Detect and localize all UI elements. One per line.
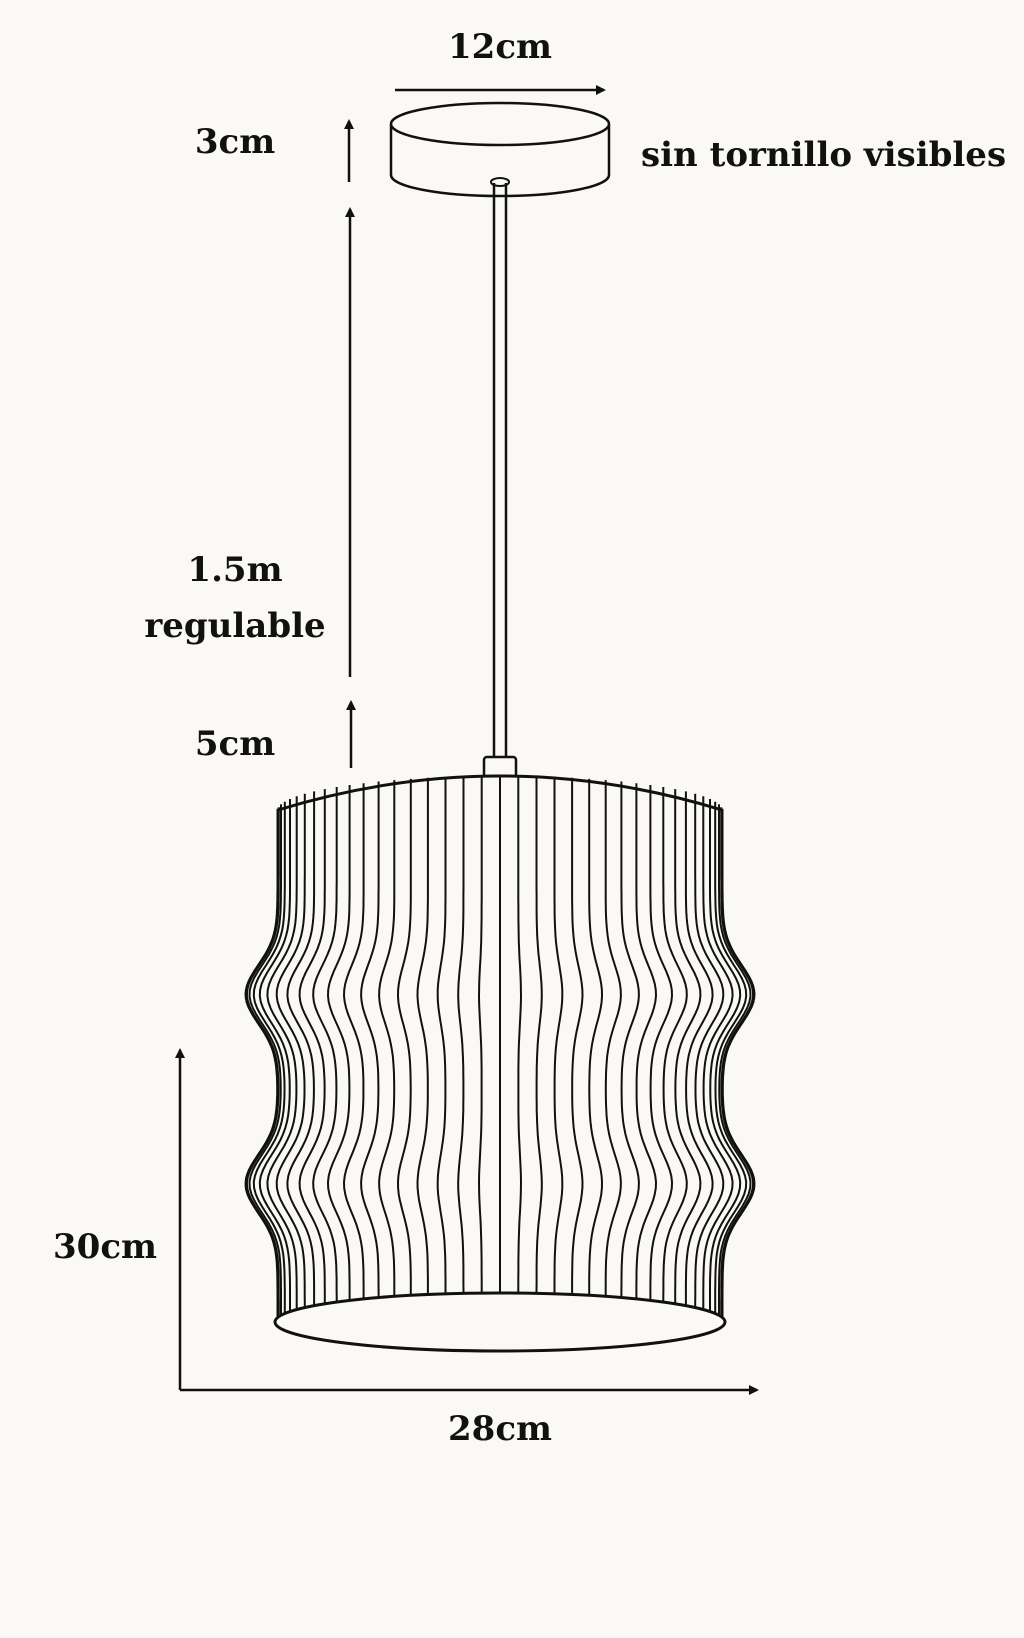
connector-height-label: 5cm [195,724,275,764]
shade-rib [477,776,483,1314]
shade-rib [709,799,742,1314]
shade-rib [457,776,465,1314]
shade-rib [604,780,622,1314]
shade-rib [378,780,396,1314]
shade-rib [416,777,429,1314]
cable-note-label: regulable [144,606,325,646]
shade-rib [252,801,286,1314]
shade-rib [714,801,748,1314]
shade-rib [620,781,640,1314]
shade-rib [312,787,338,1314]
shade-rib [553,777,564,1314]
suspension-cable [490,177,510,757]
shade-rib [342,783,365,1314]
shade-rib [674,789,702,1314]
shade-rib [571,777,584,1314]
shade-rib [298,789,326,1314]
shade-rib [588,778,604,1314]
shade-rib [326,785,351,1314]
shade-rib [684,791,714,1314]
shade-rib [635,783,658,1314]
shade-rib [436,777,447,1314]
ceiling-canopy [389,101,611,198]
shade-rib [694,793,725,1314]
shade-rib [286,791,316,1314]
shade-height-label: 30cm [53,1227,157,1267]
shade-rib [275,793,306,1314]
shade-rib [258,799,291,1314]
ribbed-lamp-shade [244,774,756,1353]
shade-rib [535,776,543,1314]
shade-rib [517,776,523,1314]
shade-rib [702,796,734,1314]
shade-rib [360,781,380,1314]
dimension-arrows [175,85,759,1395]
shade-bottom-opening [273,1291,727,1353]
canopy-width-label: 12cm [448,27,552,67]
shade-width-label: 28cm [448,1409,552,1449]
shade-rib [245,807,280,1314]
shade-rib [649,785,674,1314]
shade-rib [720,807,755,1314]
shade-rib [718,804,752,1314]
shade-rib [396,778,412,1314]
shade-rib [662,787,688,1314]
shade-rib [248,804,282,1314]
shade-rib [266,796,298,1314]
cable-length-label: 1.5m [187,550,282,590]
no-screws-label: sin tornillo visibles [641,135,1006,175]
canopy-height-label: 3cm [195,122,275,162]
